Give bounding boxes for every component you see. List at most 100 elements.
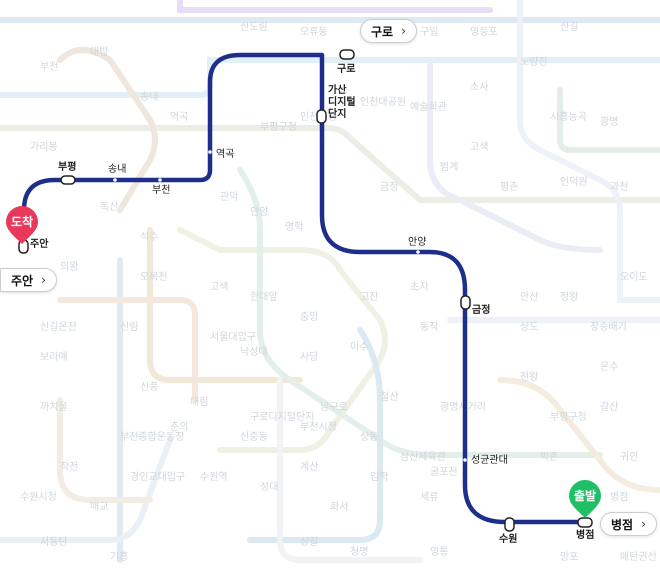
seonggyungwandae-label: 성균관대 xyxy=(471,454,508,466)
yeokgok-label: 역곡 xyxy=(216,148,234,160)
background-station-label: 임학 xyxy=(370,470,388,483)
suwon-label: 수원 xyxy=(499,532,517,545)
background-station-label: 부천시청 xyxy=(300,421,337,433)
background-station-label: 고색 xyxy=(210,281,228,293)
background-station-label: 서울대입구 xyxy=(210,330,256,343)
anyang-station-dot[interactable] xyxy=(416,250,420,254)
background-network xyxy=(0,0,660,563)
background-station-label: 보라매 xyxy=(40,351,68,363)
background-station-label: 박촌 xyxy=(540,451,558,463)
departure-pin-label: 출발 xyxy=(574,488,596,503)
chevron-right-icon: › xyxy=(641,517,646,531)
background-station-label: 노량진 xyxy=(520,56,548,68)
background-station-label: 구일 xyxy=(420,26,438,38)
bupyeong-station-marker[interactable] xyxy=(60,175,76,185)
background-station-label: 계산 xyxy=(300,461,318,473)
background-station-label: 안산 xyxy=(520,291,538,303)
seonggyungwandae-station-dot[interactable] xyxy=(463,458,467,462)
background-station-label: 수원역 xyxy=(200,471,228,483)
gasan-label-line2: 디지털 xyxy=(328,95,356,108)
background-station-label: 춘의 xyxy=(170,421,188,433)
gasan-label-line3: 단지 xyxy=(328,107,346,120)
bucheon-label: 부천 xyxy=(152,184,170,196)
background-station-label: 과천 xyxy=(610,181,628,193)
background-station-label: 석수 xyxy=(140,231,158,243)
byeongjeom-station-marker[interactable] xyxy=(577,517,593,528)
departure-pin[interactable]: 출발 xyxy=(569,480,601,518)
arrival-pin[interactable]: 도착 xyxy=(6,206,38,244)
byeongjeom-label: 병점 xyxy=(576,528,594,541)
background-station-label: 광명 xyxy=(600,116,618,128)
background-station-label: 오이도 xyxy=(620,271,648,283)
guro-station-chip[interactable]: 구로 › xyxy=(360,19,417,43)
background-station-label: 오목천 xyxy=(140,271,168,283)
background-station-label: 경인교대입구 xyxy=(130,470,185,483)
background-station-label: 관악 xyxy=(220,191,238,203)
background-station-label: 이수 xyxy=(350,341,368,353)
anyang-label: 안양 xyxy=(408,236,426,248)
background-station-label: 대방 xyxy=(90,46,108,58)
background-station-label: 인덕원 xyxy=(560,176,588,188)
background-station-label: 영등포 xyxy=(470,26,498,38)
background-station-label: 사당 xyxy=(300,351,318,363)
chevron-right-icon: › xyxy=(401,24,406,38)
background-station-label: 범계 xyxy=(440,161,458,173)
background-station-label: 대림 xyxy=(190,396,208,408)
background-station-label: 동작 xyxy=(420,321,438,333)
background-station-label: 신풍 xyxy=(140,381,158,393)
background-station-label: 의왕 xyxy=(60,261,78,273)
background-station-label: 고색 xyxy=(470,141,488,153)
background-station-label: 부평구청 xyxy=(550,411,587,423)
geumjeong-station-marker[interactable] xyxy=(460,295,471,310)
background-station-label: 귀인 xyxy=(620,451,638,463)
background-station-label: 중앙 xyxy=(300,311,318,323)
background-station-label: 신길 xyxy=(560,20,578,33)
background-station-label: 갈산 xyxy=(600,400,618,413)
background-station-label: 남구로 xyxy=(320,401,348,413)
songnae-station-dot[interactable] xyxy=(113,178,117,182)
background-station-label: 평촌 xyxy=(500,181,518,193)
background-station-label: 역곡 xyxy=(170,111,188,123)
background-station-label: 상도 xyxy=(520,321,538,333)
background-station-label: 부천 xyxy=(40,61,58,73)
background-station-label: 예술회관 xyxy=(410,101,447,113)
background-station-label: 매탄권선 xyxy=(620,551,657,563)
byeongjeom-station-chip[interactable]: 병점 › xyxy=(600,512,657,536)
guro-chip-label: 구로 xyxy=(371,24,394,39)
bucheon-station-dot[interactable] xyxy=(158,178,162,182)
juan-label: 주안 xyxy=(30,237,49,250)
background-station-label: 소사 xyxy=(470,81,488,93)
background-station-label: 매교 xyxy=(90,501,108,513)
background-station-label: 화서 xyxy=(330,501,348,513)
background-station-label: 굴포천 xyxy=(430,466,458,478)
geumjeong-label: 금정 xyxy=(472,303,490,316)
background-station-label: 신도림 xyxy=(240,21,268,33)
guro-station-marker[interactable] xyxy=(339,49,355,60)
background-station-label: 기흥 xyxy=(110,550,128,563)
background-station-label: 가리봉 xyxy=(30,141,58,153)
guro-label: 구로 xyxy=(337,63,355,75)
background-station-label: 수원시청 xyxy=(20,491,57,503)
background-station-label: 안양 xyxy=(250,206,268,218)
background-station-label: 부천종합운동장 xyxy=(120,431,184,443)
background-station-label: 고잔 xyxy=(360,291,378,303)
background-station-label: 신중동 xyxy=(240,431,268,443)
yeokgok-station-dot[interactable] xyxy=(208,150,212,154)
background-station-label: 망포 xyxy=(560,551,578,563)
background-station-label: 한대앞 xyxy=(250,291,278,303)
background-station-label: 상동 xyxy=(360,431,378,443)
background-station-label: 독산 xyxy=(100,201,118,213)
gasan-station-marker[interactable] xyxy=(316,109,327,124)
background-station-label: 부평구청 xyxy=(260,121,297,133)
gasan-label-line1: 가산 xyxy=(328,83,347,96)
station-labels: 주안 부평 송내 부천 역곡 구로 가산 디지털 단지 안양 금정 성균관대 수… xyxy=(30,63,594,545)
arrival-pin-label: 도착 xyxy=(11,214,33,229)
background-station-label: 장승배기 xyxy=(590,321,627,333)
songnae-label: 송내 xyxy=(108,163,126,175)
background-station-label: 병점 xyxy=(610,491,628,503)
suwon-station-marker[interactable] xyxy=(504,517,515,532)
background-station-label: 오류동 xyxy=(300,26,328,38)
juan-station-chip[interactable]: 주안 › xyxy=(0,268,57,292)
background-station-label: 삼산체육관 xyxy=(400,451,446,463)
